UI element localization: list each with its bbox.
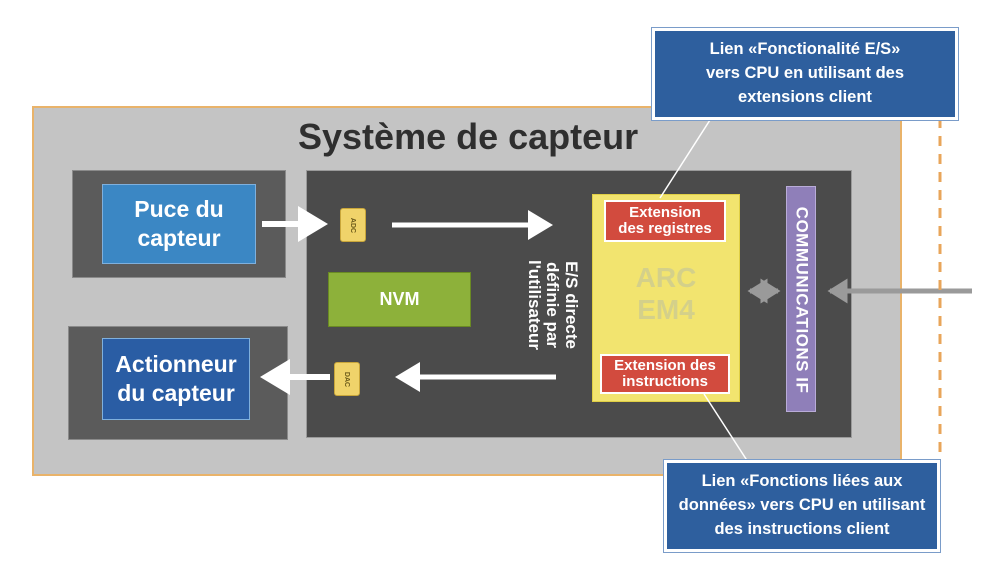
actuator-block: Actionneur du capteur — [102, 338, 250, 420]
arc-core-line1: ARC — [635, 262, 697, 293]
register-extension-label: Extension des registres — [618, 204, 712, 237]
system-title: Système de capteur — [298, 116, 639, 157]
callout-bottom-text: Lien «Fonctions liées aux données» vers … — [678, 472, 926, 538]
sensor-chip-block: Puce du capteur — [102, 184, 256, 264]
nvm-block: NVM — [328, 272, 471, 327]
callout-data-functions: Lien «Fonctions liées aux données» vers … — [664, 460, 940, 552]
dac-chip: DAC — [334, 362, 360, 396]
nvm-label: NVM — [379, 289, 420, 309]
actuator-label: Actionneur du capteur — [115, 351, 237, 406]
instruction-extension-label: Extension des instructions — [614, 357, 716, 390]
callout-top-text: Lien «Fonctionalité E/S» vers CPU en uti… — [705, 40, 905, 106]
adc-chip: ADC — [340, 208, 366, 242]
arc-core-label: ARC EM4 — [592, 262, 740, 326]
sensor-chip-label: Puce du capteur — [134, 196, 224, 251]
arc-core-line2: EM4 — [637, 294, 695, 326]
callout-top-leader — [659, 119, 711, 199]
callout-io-functionality: Lien «Fonctionalité E/S» vers CPU en uti… — [652, 28, 958, 120]
instruction-extension-block: Extension des instructions — [600, 354, 730, 394]
callout-bottom-leader — [703, 393, 749, 463]
communications-interface-block — [786, 186, 816, 412]
register-extension-block: Extension des registres — [604, 200, 726, 242]
